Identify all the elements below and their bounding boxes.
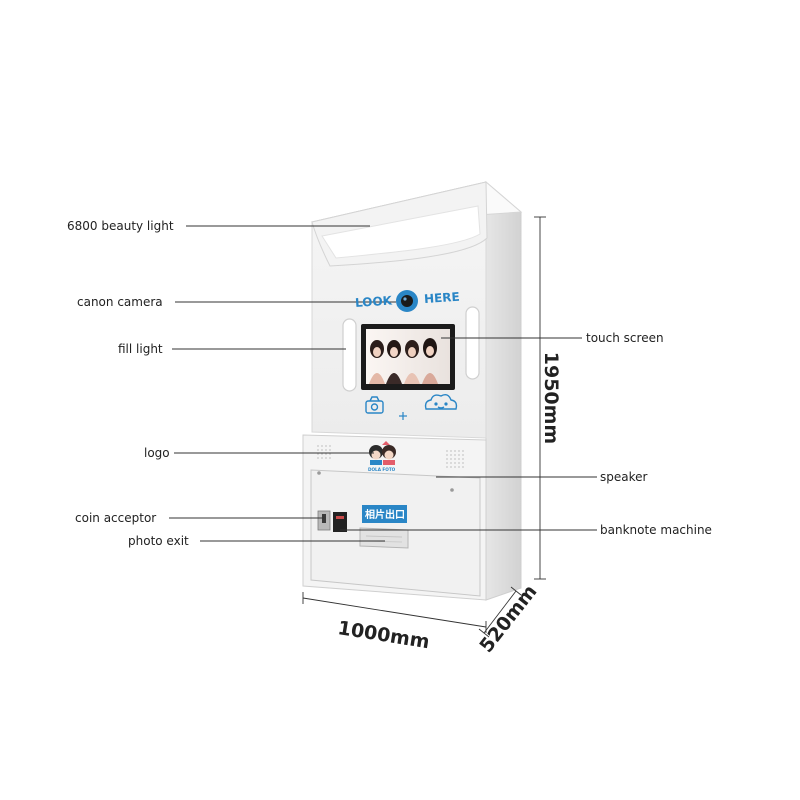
sparkle-doodle — [399, 412, 407, 420]
look-text: LOOK — [355, 293, 394, 310]
callout-leader-lines — [169, 225, 597, 542]
height-dimension-label: 1950mm — [540, 351, 563, 445]
photo-exit-sign-text: 相片出口 — [365, 508, 405, 521]
label-touch-screen: touch screen — [586, 331, 664, 345]
fill-light-right — [465, 306, 480, 380]
height-dimension-line — [534, 216, 546, 580]
screen-portraits — [369, 338, 438, 384]
coin-acceptor-slot — [322, 514, 326, 523]
label-speaker: speaker — [600, 470, 648, 484]
speaker-grille-right — [446, 450, 464, 468]
camera-glint — [403, 297, 407, 301]
label-camera: canon camera — [77, 295, 163, 309]
beauty-light-strip — [321, 205, 481, 259]
label-banknote-machine: banknote machine — [600, 523, 712, 537]
banknote-machine-slot — [336, 516, 344, 519]
brand-text: DOLA FOTO — [368, 467, 396, 472]
photo-exit-opening — [359, 527, 409, 549]
label-beauty-light: 6800 beauty light — [67, 219, 174, 233]
speaker-grille-left — [317, 445, 331, 459]
label-coin-acceptor: coin acceptor — [75, 511, 157, 525]
fill-light-left — [342, 318, 357, 392]
cloud-doodle — [424, 393, 458, 410]
label-fill-light: fill light — [118, 342, 163, 356]
door-lock-left — [317, 471, 321, 475]
photo-exit-sign-plate — [362, 505, 407, 523]
label-logo: logo — [144, 446, 170, 460]
camera-doodle — [365, 396, 384, 414]
label-photo-exit: photo exit — [128, 534, 189, 548]
depth-dimension-line — [478, 586, 522, 638]
door-lock-right — [450, 488, 454, 492]
here-text: HERE — [424, 290, 461, 306]
